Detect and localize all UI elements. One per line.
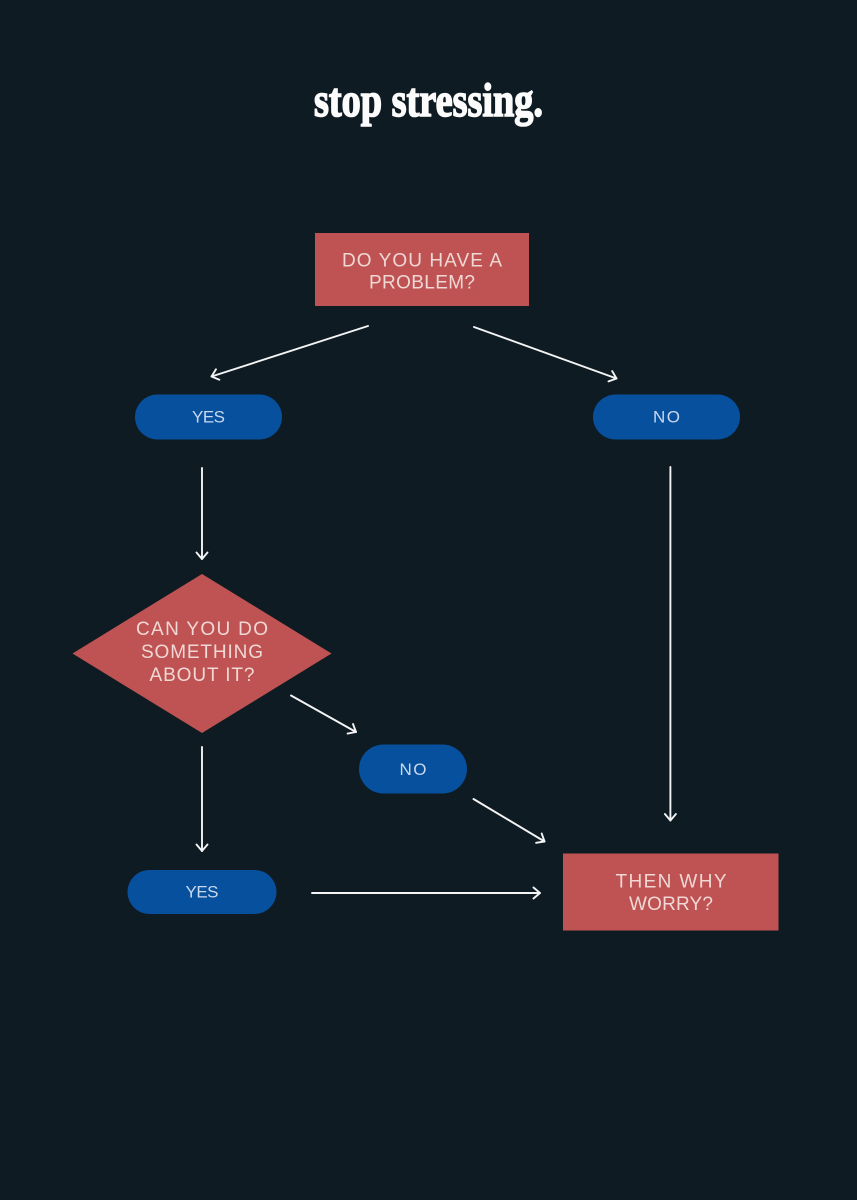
svg-text:WORRY?: WORRY? bbox=[629, 894, 713, 915]
svg-text:YES: YES bbox=[192, 407, 225, 426]
svg-text:THEN WHY: THEN WHY bbox=[616, 872, 727, 893]
svg-text:NO: NO bbox=[653, 407, 680, 426]
svg-text:ABOUT IT?: ABOUT IT? bbox=[150, 665, 255, 686]
svg-text:NO: NO bbox=[400, 760, 427, 779]
svg-text:YES: YES bbox=[186, 883, 219, 902]
svg-text:DO YOU HAVE A: DO YOU HAVE A bbox=[342, 251, 502, 272]
svg-text:SOMETHING: SOMETHING bbox=[141, 642, 263, 663]
svg-text:CAN YOU DO: CAN YOU DO bbox=[136, 619, 268, 640]
svg-text:stop stressing.: stop stressing. bbox=[314, 74, 543, 127]
svg-text:PROBLEM?: PROBLEM? bbox=[369, 273, 475, 294]
